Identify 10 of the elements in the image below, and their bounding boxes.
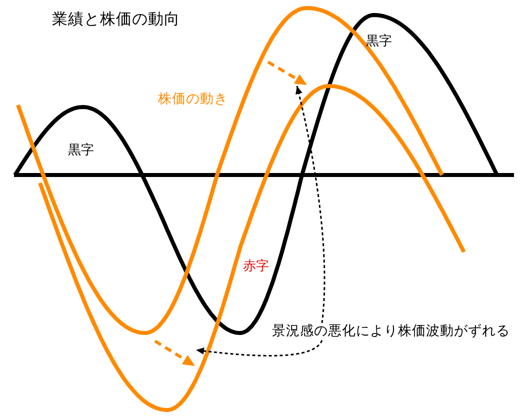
leader-arrow [196,340,323,356]
curve-label: 赤字 [243,259,269,275]
curve-label: 黒字 [366,34,392,50]
annotation-text: 景況感の悪化により株価波動がずれる [272,323,510,340]
curve-label: 黒字 [68,143,94,159]
direction-arrow [154,340,195,366]
direction-arrow [267,60,307,85]
leader-arrow [295,86,326,324]
curve-label: 株価の動き [158,91,228,108]
title: 業績と株価の動向 [52,10,180,29]
